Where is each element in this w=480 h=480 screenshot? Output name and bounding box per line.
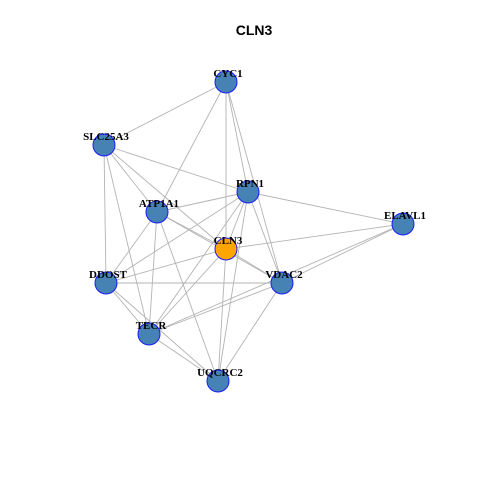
edge-cln3-tecr: [148, 248, 227, 335]
edge-cyc1-atp1a1: [156, 81, 227, 213]
node-tecr[interactable]: [137, 322, 161, 346]
edge-slc25a3-ddost: [103, 144, 107, 284]
graph-title: CLN3: [236, 22, 273, 38]
edge-rpn1-elavl1: [247, 191, 404, 225]
edge-elavl1-vdac2: [281, 223, 404, 284]
node-elavl1[interactable]: [391, 212, 415, 236]
edge-rpn1-uqcrc2: [217, 191, 249, 382]
node-layer: [92, 70, 415, 393]
node-label-atp1a1: ATP1A1: [139, 198, 179, 210]
node-cln3[interactable]: [214, 237, 238, 261]
node-rpn1[interactable]: [236, 180, 260, 204]
edge-atp1a1-tecr: [148, 211, 158, 335]
edge-cln3-uqcrc2: [217, 248, 227, 382]
node-uqcrc2[interactable]: [206, 369, 230, 393]
edge-slc25a3-atp1a1: [103, 144, 158, 213]
edge-rpn1-atp1a1: [156, 191, 249, 213]
edge-tecr-uqcrc2: [148, 333, 219, 382]
node-label-vdac2: VDAC2: [265, 269, 303, 281]
node-slc25a3[interactable]: [92, 133, 116, 157]
node-atp1a1[interactable]: [145, 200, 169, 224]
edge-elavl1-cln3: [225, 223, 404, 250]
edge-rpn1-ddost: [105, 191, 249, 284]
edge-rpn1-tecr: [148, 191, 249, 335]
edge-slc25a3-rpn1: [103, 144, 249, 193]
edge-vdac2-tecr: [148, 282, 283, 335]
edge-cln3-ddost: [105, 248, 227, 284]
edge-cyc1-rpn1: [225, 81, 249, 193]
edge-slc25a3-cln3: [103, 144, 227, 250]
edge-atp1a1-uqcrc2: [156, 211, 219, 382]
node-label-uqcrc2: UQCRC2: [197, 367, 243, 379]
node-ddost[interactable]: [94, 271, 118, 295]
edge-slc25a3-tecr: [103, 144, 150, 335]
node-label-cln3: CLN3: [214, 235, 243, 247]
node-label-tecr: TECR: [136, 320, 168, 332]
node-label-rpn1: RPN1: [236, 178, 264, 190]
node-vdac2[interactable]: [270, 271, 294, 295]
edge-ddost-uqcrc2: [105, 282, 219, 382]
edge-rpn1-vdac2: [247, 191, 283, 284]
node-cyc1[interactable]: [214, 70, 238, 94]
node-label-elavl1: ELAVL1: [384, 210, 426, 222]
node-label-slc25a3: SLC25A3: [83, 131, 129, 143]
node-label-ddost: DDOST: [89, 269, 128, 281]
edge-cyc1-slc25a3: [103, 81, 227, 146]
node-label-cyc1: CYC1: [213, 68, 242, 80]
edge-vdac2-uqcrc2: [217, 282, 283, 382]
edge-atp1a1-ddost: [105, 211, 158, 284]
